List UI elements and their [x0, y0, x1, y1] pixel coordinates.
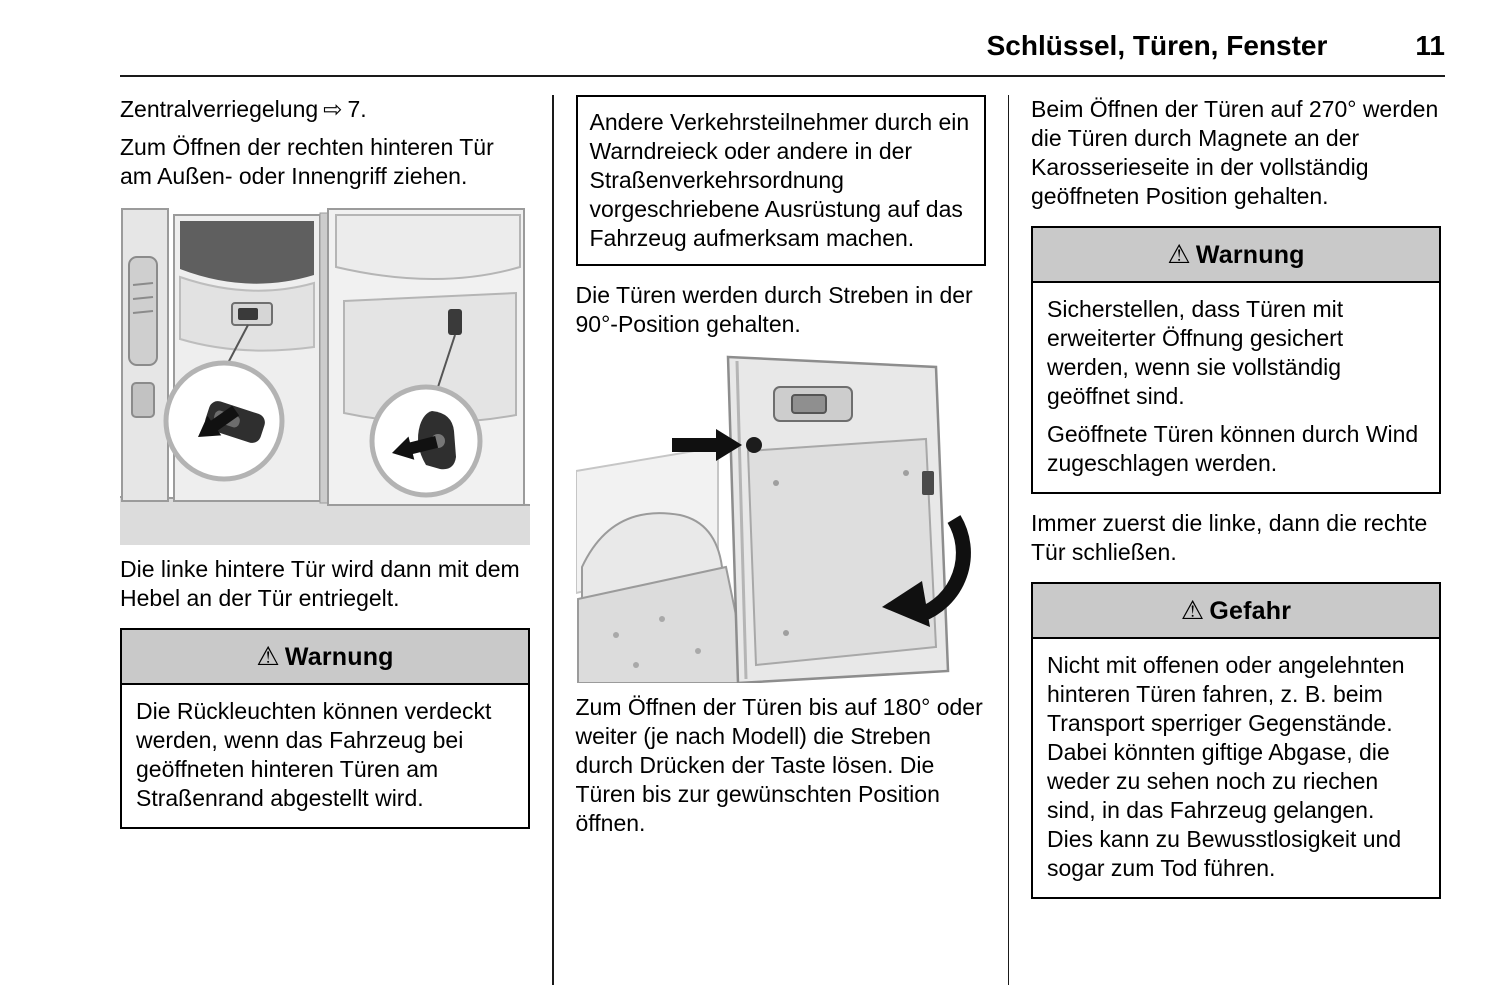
warning-text-wind: Geöffnete Türen können durch Wind zugesc…	[1047, 421, 1419, 476]
warning-icon: ⚠	[256, 641, 280, 671]
warning-icon: ⚠	[1180, 595, 1205, 625]
paragraph-open-right-door: Zum Öffnen der rechten hinteren Tür am A…	[120, 134, 494, 189]
danger-box-body: Nicht mit offenen oder angelehnten hinte…	[1033, 639, 1439, 897]
header-rule	[120, 75, 1445, 77]
danger-box-header: ⚠Gefahr	[1033, 584, 1439, 639]
column-right: Beim Öffnen der Türen auf 270° werden di…	[1031, 95, 1441, 985]
rear-doors-svg	[120, 205, 530, 545]
column-divider	[552, 95, 554, 985]
paragraph-270-magnets: Beim Öffnen der Türen auf 270° werden di…	[1031, 96, 1439, 209]
ref-text: Zentralverriegelung	[120, 96, 319, 122]
column-divider	[1007, 95, 1009, 985]
cross-reference-icon: ⇨	[323, 96, 343, 122]
column-left: Zentralverriegelung⇨7. Zum Öffnen der re…	[120, 95, 530, 985]
ref-page: 7.	[347, 96, 367, 122]
warning-box-header: ⚠Warnung	[1033, 228, 1439, 283]
page-header: Schlüssel, Türen, Fenster 11	[120, 30, 1445, 62]
warning-box-extended-opening: ⚠Warnung Sicherstellen, dass Türen mit e…	[1031, 226, 1441, 494]
notice-text: Andere Verkehrsteilnehmer durch ein Warn…	[589, 109, 970, 251]
paragraph-close-order: Immer zuerst die linke, dann die rechte …	[1031, 510, 1428, 565]
content-columns: Zentralverriegelung⇨7. Zum Öffnen der re…	[120, 95, 1445, 985]
warning-icon: ⚠	[1167, 239, 1191, 269]
warning-box-taillights: ⚠Warnung Die Rückleuchten können verdeck…	[120, 628, 530, 829]
column-middle: Andere Verkehrsteilnehmer durch ein Warn…	[575, 95, 986, 985]
open-door-svg	[575, 353, 986, 683]
warning-title: Warnung	[284, 643, 394, 671]
warning-text-secured: Sicherstellen, dass Türen mit erweiterte…	[1047, 296, 1344, 409]
warning-box-header: ⚠Warnung	[122, 630, 528, 685]
notice-box-warning-triangle: Andere Verkehrsteilnehmer durch ein Warn…	[575, 95, 986, 266]
rear-doors-illustration	[120, 205, 530, 545]
warning-box-body: Sicherstellen, dass Türen mit erweiterte…	[1033, 283, 1439, 492]
central-locking-reference: Zentralverriegelung⇨7.	[120, 95, 530, 124]
page-number: 11	[1415, 30, 1445, 61]
warning-title: Warnung	[1195, 241, 1305, 269]
paragraph-left-door-lever: Die linke hintere Tür wird dann mit dem …	[120, 556, 520, 611]
danger-text: Nicht mit offenen oder angelehnten hinte…	[1047, 652, 1405, 881]
chapter-title: Schlüssel, Türen, Fenster	[986, 30, 1328, 61]
paragraph-struts-90: Die Türen werden durch Streben in der 90…	[575, 282, 973, 337]
warning-text: Die Rückleuchten können verdeckt werden,…	[136, 698, 492, 811]
danger-title: Gefahr	[1209, 597, 1292, 625]
danger-box-open-doors: ⚠Gefahr Nicht mit offenen oder angelehnt…	[1031, 582, 1441, 899]
warning-box-body: Die Rückleuchten können verdeckt werden,…	[122, 685, 528, 827]
open-door-illustration	[575, 353, 986, 683]
paragraph-open-180: Zum Öffnen der Türen bis auf 180° oder w…	[575, 694, 983, 836]
